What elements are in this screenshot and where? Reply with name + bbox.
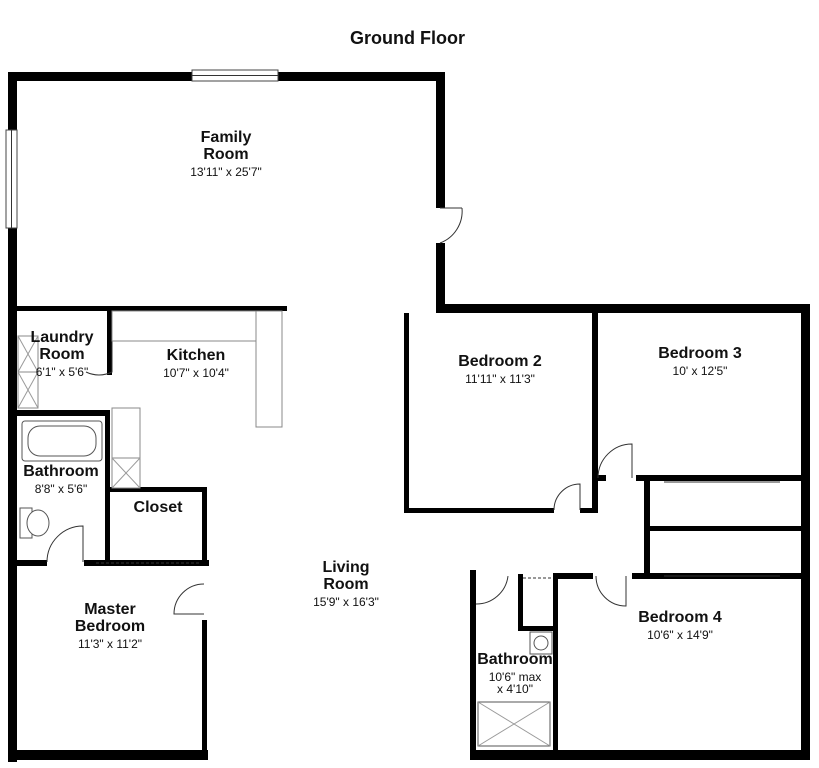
room-bathroom-2: Bathroom 10'6" max x 4'10" <box>470 651 560 697</box>
room-dimensions: 10'6" x 14'9" <box>647 627 713 642</box>
room-family-room: Family Room 13'11" x 25'7" <box>176 129 276 179</box>
room-dimensions: 11'3" x 11'2" <box>77 636 143 651</box>
room-bedroom-4: Bedroom 4 10'6" x 14'9" <box>620 609 740 642</box>
room-name: Master Bedroom <box>74 601 146 635</box>
room-kitchen: Kitchen 10'7" x 10'4" <box>146 347 246 380</box>
room-name: Bedroom 3 <box>658 345 742 362</box>
room-dimensions: 10'7" x 10'4" <box>163 365 229 380</box>
room-name: Bathroom <box>23 463 99 480</box>
room-bathroom-1: Bathroom 8'8" x 5'6" <box>18 463 104 496</box>
room-name: Laundry Room <box>30 329 94 363</box>
room-dimensions: 11'11" x 11'3" <box>465 371 535 386</box>
room-closet: Closet <box>116 499 200 517</box>
room-dimensions: 10'6" max x 4'10" <box>488 669 542 697</box>
room-dimensions: 6'1" x 5'6" <box>35 364 89 379</box>
room-name: Closet <box>133 499 183 516</box>
room-bedroom-3: Bedroom 3 10' x 12'5" <box>640 345 760 378</box>
floor-title: Ground Floor <box>350 28 465 48</box>
room-bedroom-2: Bedroom 2 11'11" x 11'3" <box>440 353 560 386</box>
room-living: Living Room 15'9" x 16'3" <box>296 559 396 609</box>
bathroom-2-walls <box>470 570 627 750</box>
room-dimensions: 10' x 12'5" <box>672 363 728 378</box>
room-name: Kitchen <box>166 347 226 364</box>
room-name: Bedroom 2 <box>458 353 542 370</box>
bedroom-3-walls <box>597 443 802 579</box>
room-name: Living Room <box>322 559 370 593</box>
room-dimensions: 13'11" x 25'7" <box>190 164 262 179</box>
room-laundry: Laundry Room 6'1" x 5'6" <box>22 329 102 379</box>
room-name: Bedroom 4 <box>638 609 722 626</box>
bottom-walls <box>8 750 810 760</box>
left-service-block <box>17 310 283 750</box>
room-dimensions: 15'9" x 16'3" <box>313 594 379 609</box>
room-master-bedroom: Master Bedroom 11'3" x 11'2" <box>56 601 164 651</box>
room-name: Bathroom <box>477 651 553 668</box>
family-room-door <box>439 207 463 244</box>
room-name: Family Room <box>200 129 252 163</box>
windows <box>5 69 279 229</box>
bedroom-2-walls <box>404 313 598 513</box>
room-dimensions: 8'8" x 5'6" <box>34 481 88 496</box>
